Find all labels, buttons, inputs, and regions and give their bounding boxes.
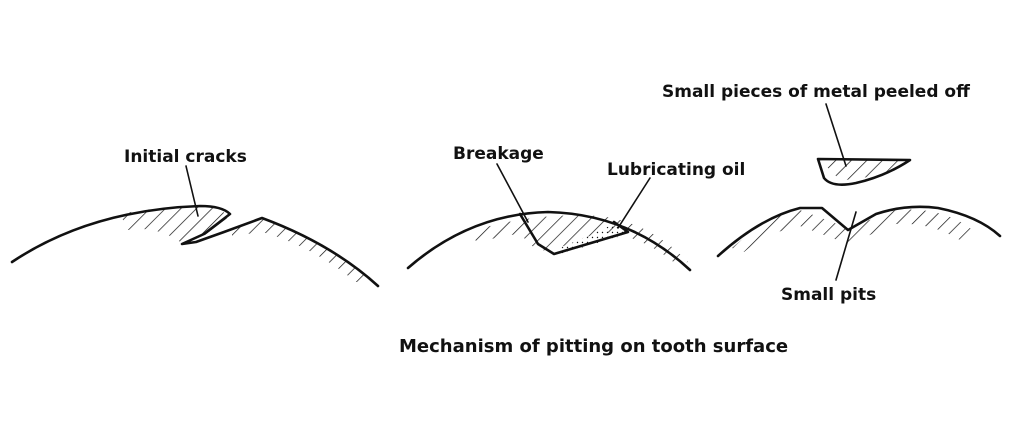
breakage-label: Breakage — [453, 144, 544, 164]
lubricating-oil-label: Lubricating oil — [607, 160, 745, 180]
tooth-surface-outline — [406, 210, 692, 272]
tooth-surface-outline — [716, 205, 1002, 258]
breakage-pit-outline — [518, 212, 630, 256]
peeled-metal-leader — [825, 103, 847, 167]
lubricating-oil-leader — [617, 177, 651, 229]
breakage-leader — [496, 163, 529, 223]
peeled-metal-flake-outline — [816, 157, 912, 186]
tooth-surface-outline — [10, 204, 380, 288]
initial-cracks-leader — [185, 165, 199, 217]
tooth-material-right — [232, 218, 372, 282]
lubricating-oil-wedge — [556, 224, 628, 254]
crack-line — [204, 217, 227, 235]
peeled-metal-label: Small pieces of metal peeled off — [662, 82, 970, 102]
panel-initial-cracks: Initial cracks — [10, 147, 380, 288]
small-pits-leader — [835, 211, 857, 281]
tooth-material-hatch — [732, 209, 975, 252]
panel-small-pits: Small pieces of metal peeled off Small p… — [662, 82, 1002, 305]
small-pits-label: Small pits — [781, 285, 876, 305]
figure-caption: Mechanism of pitting on tooth surface — [399, 336, 788, 357]
peeled-metal-flake-hatch — [820, 160, 908, 180]
tooth-material-hatch — [470, 215, 688, 264]
panel-breakage: Breakage Lubricating oil — [406, 144, 745, 272]
initial-cracks-label: Initial cracks — [124, 147, 247, 167]
